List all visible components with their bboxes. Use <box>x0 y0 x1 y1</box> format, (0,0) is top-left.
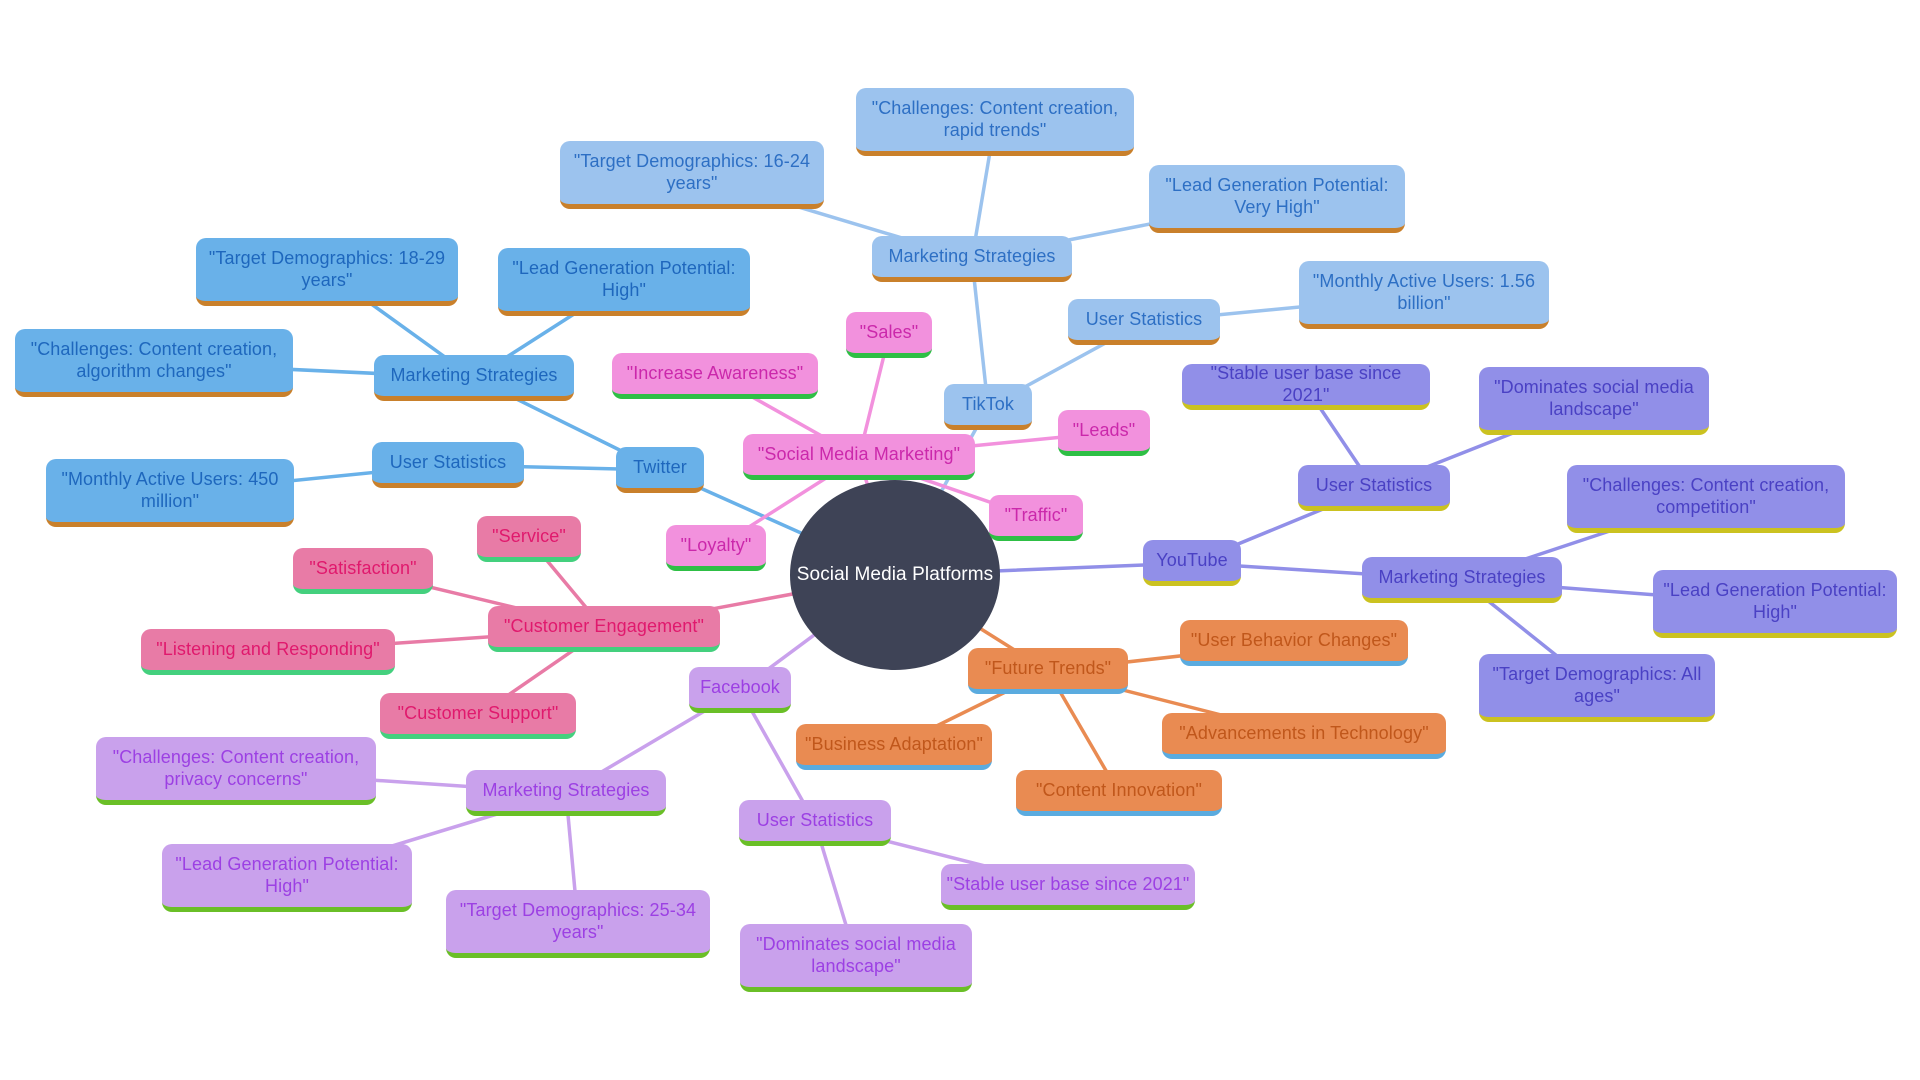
mindmap-node-ia[interactable]: "Increase Awareness" <box>612 353 818 399</box>
mindmap-node-traffic[interactable]: "Traffic" <box>989 495 1083 541</box>
mindmap-node-twitter[interactable]: Twitter <box>616 447 704 493</box>
mindmap-node-fb[interactable]: Facebook <box>689 667 791 713</box>
mindmap-node-sales[interactable]: "Sales" <box>846 312 932 358</box>
mindmap-node-ft[interactable]: "Future Trends" <box>968 648 1128 694</box>
mindmap-node-lg_yt[interactable]: "Lead Generation Potential: High" <box>1653 570 1897 638</box>
mindmap-node-us_tw[interactable]: User Statistics <box>372 442 524 488</box>
mindmap-node-ch_fb[interactable]: "Challenges: Content creation, privacy c… <box>96 737 376 805</box>
mindmap-node-stable_yt[interactable]: "Stable user base since 2021" <box>1182 363 1430 410</box>
mindmap-node-leads[interactable]: "Leads" <box>1058 410 1150 456</box>
mindmap-node-smm[interactable]: "Social Media Marketing" <box>743 434 975 480</box>
mindmap-node-ms_fb[interactable]: Marketing Strategies <box>466 770 666 816</box>
mindmap-node-ci[interactable]: "Content Innovation" <box>1016 770 1222 816</box>
mindmap-node-ch_tw[interactable]: "Challenges: Content creation, algorithm… <box>15 329 293 397</box>
mindmap-node-td_fb[interactable]: "Target Demographics: 25-34 years" <box>446 890 710 958</box>
mindmap-node-td_yt[interactable]: "Target Demographics: All ages" <box>1479 654 1715 722</box>
mindmap-node-td_tw[interactable]: "Target Demographics: 18-29 years" <box>196 238 458 306</box>
mindmap-node-stable_fb[interactable]: "Stable user base since 2021" <box>941 864 1195 910</box>
mindmap-node-ait[interactable]: "Advancements in Technology" <box>1162 713 1446 759</box>
mindmap-node-loyalty[interactable]: "Loyalty" <box>666 525 766 571</box>
mindmap-node-ch_tt[interactable]: "Challenges: Content creation, rapid tre… <box>856 88 1134 156</box>
mindmap-node-mau_tw[interactable]: "Monthly Active Users: 450 million" <box>46 459 294 527</box>
mindmap-node-tiktok[interactable]: TikTok <box>944 384 1032 430</box>
mindmap-node-td_tt[interactable]: "Target Demographics: 16-24 years" <box>560 141 824 209</box>
mindmap-node-lg_fb[interactable]: "Lead Generation Potential: High" <box>162 844 412 912</box>
mindmap-node-dom_fb[interactable]: "Dominates social media landscape" <box>740 924 972 992</box>
mindmap-node-ba[interactable]: "Business Adaptation" <box>796 724 992 770</box>
mindmap-node-listen[interactable]: "Listening and Responding" <box>141 629 395 675</box>
mindmap-node-ms_tw[interactable]: Marketing Strategies <box>374 355 574 401</box>
mindmap-node-support[interactable]: "Customer Support" <box>380 693 576 739</box>
mindmap-node-lg_tw[interactable]: "Lead Generation Potential: High" <box>498 248 750 316</box>
mindmap-node-service[interactable]: "Service" <box>477 516 581 562</box>
mindmap-node-center[interactable]: Social Media Platforms <box>790 480 1000 670</box>
mindmap-node-us_tt[interactable]: User Statistics <box>1068 299 1220 345</box>
mindmap-node-dom_yt[interactable]: "Dominates social media landscape" <box>1479 367 1709 435</box>
edge-tiktok-ms_tt <box>970 257 990 409</box>
mindmap-node-ch_yt[interactable]: "Challenges: Content creation, competiti… <box>1567 465 1845 533</box>
mindmap-node-ms_yt[interactable]: Marketing Strategies <box>1362 557 1562 603</box>
mindmap-node-ce[interactable]: "Customer Engagement" <box>488 606 720 652</box>
mindmap-node-satisf[interactable]: "Satisfaction" <box>293 548 433 594</box>
mindmap-node-ubc[interactable]: "User Behavior Changes" <box>1180 620 1408 666</box>
mindmap-node-lg_tt[interactable]: "Lead Generation Potential: Very High" <box>1149 165 1405 233</box>
mindmap-node-mau_tt[interactable]: "Monthly Active Users: 1.56 billion" <box>1299 261 1549 329</box>
mindmap-node-ms_tt[interactable]: Marketing Strategies <box>872 236 1072 282</box>
mindmap-node-youtube[interactable]: YouTube <box>1143 540 1241 586</box>
mindmap-node-us_yt[interactable]: User Statistics <box>1298 465 1450 511</box>
mindmap-node-us_fb[interactable]: User Statistics <box>739 800 891 846</box>
